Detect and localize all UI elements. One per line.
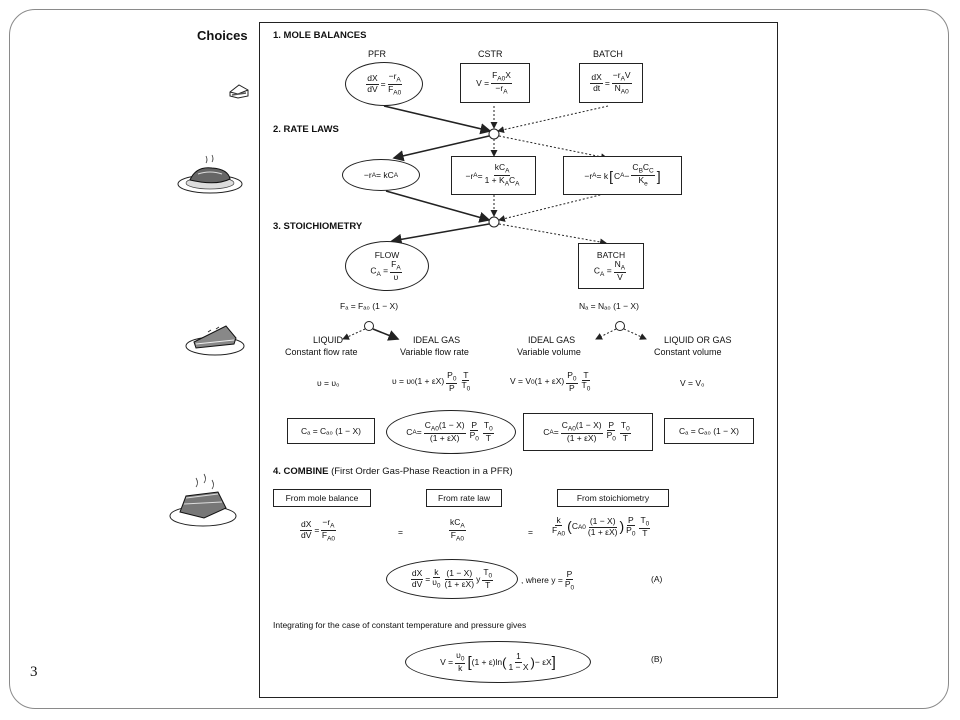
combine-note: (First Order Gas-Phase Reaction in a PFR… (331, 466, 513, 477)
from-rate-law: From rate law (438, 493, 490, 503)
section-stoichiometry: 3. STOICHIOMETRY (273, 221, 363, 232)
choices-label: Choices (197, 28, 248, 43)
from-mole-balance-box: From mole balance (273, 489, 371, 507)
section-combine: 4. COMBINE (First Order Gas-Phase Reacti… (273, 466, 513, 477)
label-pfr: PFR (368, 49, 386, 59)
liquid-flow-relation: υ = υ₀ (317, 378, 340, 388)
ca-liquid-eq: Cₐ = Cₐ₀ (1 − X) (301, 426, 361, 436)
roast-dinner-plate-icon (177, 154, 243, 194)
liquid-or-gas-label: LIQUID OR GAS (664, 335, 732, 345)
batch-label: BATCH (596, 249, 626, 260)
equals-sign-1: = (398, 527, 403, 537)
section-rate-laws: 2. RATE LAWS (273, 124, 339, 135)
from-stoichiometry-box: From stoichiometry (557, 489, 669, 507)
ideal-gas-flow-sub: Variable flow rate (400, 347, 469, 357)
ca-liquid-box: Cₐ = Cₐ₀ (1 − X) (287, 418, 375, 444)
where-y-text: , where y = (521, 575, 563, 586)
liquid-sub: Constant flow rate (285, 347, 358, 357)
fa-equation: Fₐ = Fₐ₀ (1 − X) (340, 301, 399, 311)
ideal-gas-batch-label: IDEAL GAS (528, 335, 576, 345)
liquid-label: LIQUID (313, 335, 344, 345)
integrating-text: Integrating for the case of constant tem… (273, 620, 527, 630)
liquid-or-gas-sub: Constant volume (654, 347, 722, 357)
label-batch: BATCH (593, 49, 623, 59)
ca-const-vol-box: Cₐ = Cₐ₀ (1 − X) (664, 418, 754, 444)
from-mole-balance: From mole balance (285, 493, 359, 503)
section-mole-balances: 1. MOLE BALANCES (273, 30, 367, 41)
from-stoichiometry: From stoichiometry (576, 493, 650, 503)
from-rate-law-box: From rate law (426, 489, 502, 507)
ca-const-vol-eq: Cₐ = Cₐ₀ (1 − X) (679, 426, 739, 436)
combine-heading: 4. COMBINE (273, 466, 329, 477)
slide-frame (9, 9, 949, 709)
slide-number: 3 (30, 664, 38, 680)
flow-label: FLOW (374, 249, 400, 260)
steaming-pie-plate-icon (169, 473, 237, 527)
const-volume-relation: V = V₀ (680, 378, 705, 388)
ideal-gas-flow-label: IDEAL GAS (413, 335, 461, 345)
equation-a-label: (A) (651, 574, 663, 584)
na-equation: Nₐ = Nₐ₀ (1 − X) (579, 301, 639, 311)
algorithm-panel (259, 22, 778, 698)
equals-sign-2: = (528, 527, 533, 537)
label-cstr: CSTR (478, 49, 503, 59)
pie-slice-plate-icon (185, 325, 245, 356)
equation-b-label: (B) (651, 654, 663, 664)
ideal-gas-batch-sub: Variable volume (517, 347, 581, 357)
slice-of-cake-icon (229, 84, 249, 99)
cstr-mole-balance: V =FA0X−rA (460, 63, 530, 103)
